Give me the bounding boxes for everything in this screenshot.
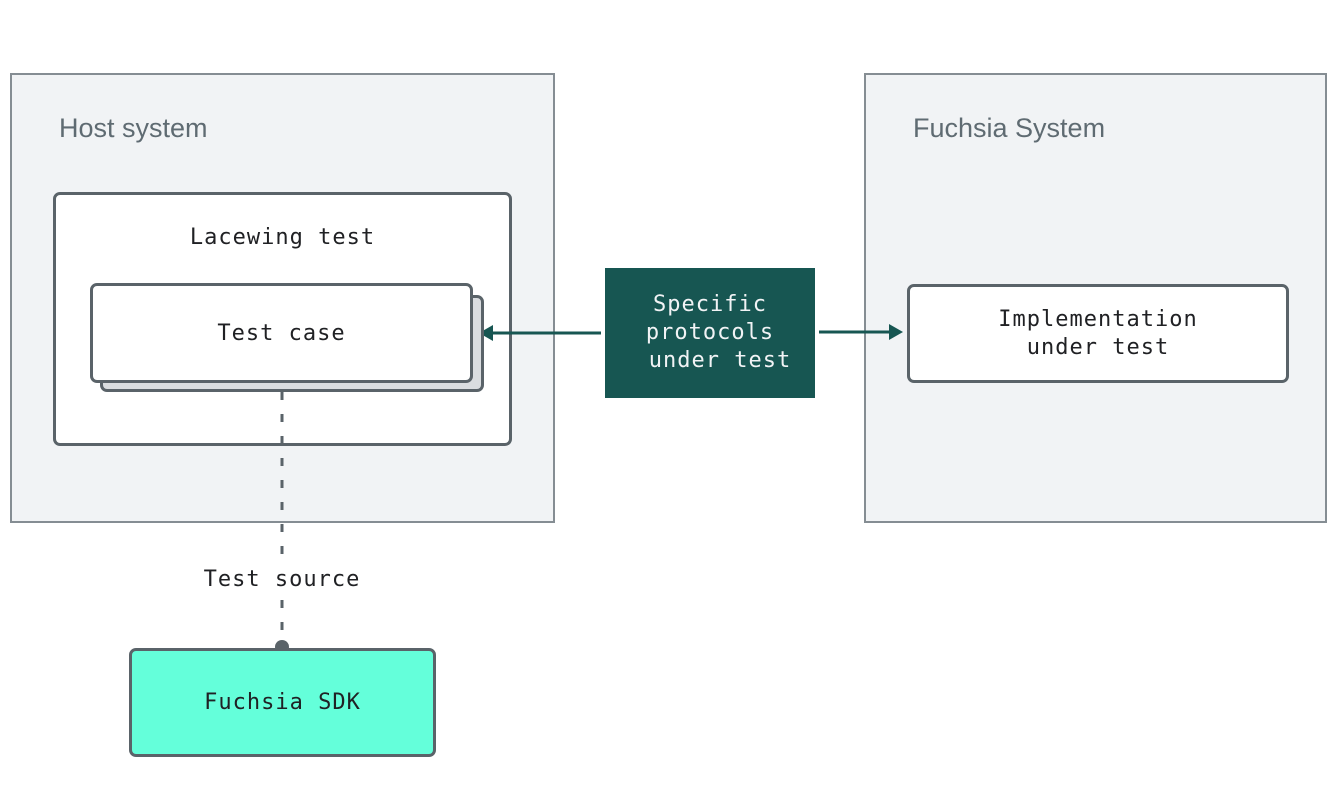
- arrowhead-right: [889, 324, 903, 340]
- fuchsia-sdk-box: Fuchsia SDK: [129, 648, 436, 757]
- protocols-line-2: protocols: [645, 320, 775, 345]
- fuchsia-sdk-label: Fuchsia SDK: [204, 690, 361, 715]
- test-source-label: Test source: [203, 567, 361, 592]
- fuchsia-system-title: Fuchsia System: [913, 113, 1106, 143]
- protocols-box: Specific protocols under test: [605, 268, 815, 398]
- test-case-box: Test case: [90, 283, 473, 383]
- protocols-line-3: under test: [648, 348, 792, 373]
- lacewing-test-label: Lacewing test: [189, 225, 376, 250]
- implementation-line-1: Implementation: [998, 306, 1198, 332]
- test-case-label: Test case: [217, 320, 346, 346]
- implementation-box: Implementation under test: [907, 284, 1289, 383]
- host-system-title: Host system: [59, 113, 208, 143]
- implementation-line-2: under test: [1026, 334, 1170, 360]
- protocols-line-1: Specific: [653, 292, 767, 317]
- arrowhead-left: [479, 325, 493, 341]
